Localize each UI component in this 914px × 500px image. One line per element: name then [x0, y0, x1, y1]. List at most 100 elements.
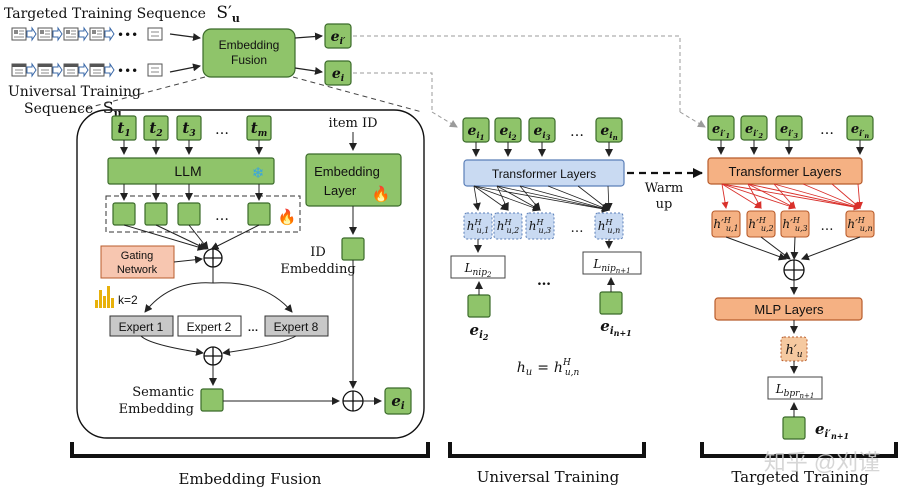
arrow-to-expert-1 — [144, 282, 214, 313]
semantic-embedding-box — [200, 388, 224, 412]
dashed-route-ei-to-universal — [353, 72, 433, 112]
fusion-box-line2: Fusion — [231, 53, 267, 67]
targeted-transformer-box — [707, 157, 863, 185]
bracket-universal-training — [448, 442, 646, 458]
dashed-route-ei-prime-arrow — [679, 111, 706, 128]
universal-fan-arrow — [577, 185, 610, 211]
fusion-box-line1: Embedding — [219, 38, 280, 52]
id-emb-line1: ID — [310, 245, 326, 260]
embedding-label: ei1 — [467, 123, 484, 142]
embedding-label: ei′1 — [712, 122, 730, 140]
llm-output-box — [177, 202, 201, 226]
universal-loss-left-text: Lnip2 — [464, 261, 492, 279]
targeted-fan-arrow — [831, 183, 861, 209]
watermark-text: 知乎 @刈谨 — [764, 450, 880, 475]
targeted-fan-arrow — [773, 183, 861, 210]
targeted-fan-arrow — [773, 183, 796, 209]
targeted-seq-symbol: S′ — [216, 3, 232, 23]
universal-hidden-box — [594, 212, 624, 240]
top-output-ei-prime-text: ei′ — [331, 29, 346, 47]
expert-2-box — [177, 315, 242, 337]
universal-fan-arrow — [473, 185, 541, 212]
universal-fan-arrow — [519, 185, 541, 211]
sequence-arrow-icon — [52, 26, 63, 42]
llm-output-box — [247, 202, 271, 226]
llm-output-dashed-box — [105, 195, 301, 233]
targeted-converge-arrows — [725, 236, 861, 261]
top-output-ei — [324, 60, 352, 86]
snowflake-icon: ❄ — [252, 166, 265, 182]
targeted-hu-text: h′u — [785, 343, 802, 360]
universal-target-right-text: ein+1 — [600, 317, 631, 338]
film-icon — [147, 63, 163, 77]
targeted-target-box — [782, 416, 806, 440]
bracket-targeted-training — [700, 442, 898, 458]
targeted-converge-arrow — [800, 236, 861, 261]
targeted-fan-arrow — [721, 183, 729, 209]
targeted-fan-arrow — [802, 183, 861, 209]
sequence-arrow-icon — [26, 62, 37, 78]
fire-icon-embedding: 🔥 — [372, 185, 391, 203]
film-icon — [11, 63, 27, 77]
fusion-output-ei-text: ei — [391, 392, 405, 412]
token-label: t3 — [182, 119, 195, 139]
llm-label: LLM — [174, 163, 201, 179]
sequence-arrow-icon — [52, 62, 63, 78]
targeted-fan-arrows — [721, 183, 863, 211]
llm-output-dots: … — [215, 208, 229, 224]
warmup-line2: up — [656, 197, 673, 212]
universal-fan-arrow — [496, 185, 610, 213]
document-icon — [37, 27, 53, 41]
embedding-label: ei2 — [499, 123, 516, 142]
embedding-label: ei′n — [851, 122, 869, 140]
targeted-seq-ellipsis: ••• — [117, 28, 138, 42]
semantic-line1: Semantic — [132, 385, 194, 400]
emb-layer-line1: Embedding — [314, 164, 380, 179]
emb-layer-line2: Layer — [324, 183, 357, 198]
arrow-expert8-to-sum — [222, 335, 297, 356]
dashed-route-ei-prime-to-targeted — [353, 35, 681, 112]
expert-1-label: Expert 1 — [119, 320, 164, 334]
expert-8-box — [264, 315, 329, 337]
svg-text:Targeted Training Sequence: Targeted Training Sequence S′u — [4, 3, 240, 25]
universal-fan-arrow — [472, 185, 481, 211]
token-label: tm — [251, 119, 267, 139]
universal-fan-arrow — [473, 185, 610, 213]
universal-transformer-box — [463, 159, 625, 187]
id-emb-line2: Embedding — [280, 262, 355, 277]
expert-2-label: Expert 2 — [187, 320, 232, 334]
universal-target-left-text: ei2 — [470, 321, 489, 342]
universal-hidden-box — [525, 212, 555, 240]
bracket-embedding-fusion — [70, 442, 430, 458]
expert-dots: … — [248, 322, 259, 334]
mlp-layers-label: MLP Layers — [754, 302, 824, 317]
top-output-ei-prime — [324, 23, 352, 49]
converge-arrow — [123, 224, 206, 251]
section-label-targeted-training: Targeted Training — [731, 468, 869, 486]
fusion-output-ei — [384, 387, 412, 415]
targeted-fan-arrow — [721, 183, 796, 210]
universal-seq-icons — [11, 62, 163, 78]
film-icon — [89, 63, 105, 77]
token-label: t1 — [117, 119, 130, 139]
k-label: k=2 — [118, 293, 138, 307]
universal-seq-sub: u — [114, 107, 122, 120]
universal-hidden-box — [493, 212, 523, 240]
universal-seq-label: Sequence Su — [24, 98, 122, 120]
film-icon — [63, 63, 79, 77]
embedding-label: ei3 — [533, 123, 550, 142]
sequence-arrow-icon — [104, 26, 115, 42]
document-icon — [89, 27, 105, 41]
item-id-label: item ID — [328, 116, 377, 131]
universal-fan-arrow — [496, 185, 509, 211]
targeted-loss-text: Lbprn+1 — [775, 382, 815, 400]
fusion-detail-panel — [76, 109, 425, 439]
sequence-arrow-icon — [26, 26, 37, 42]
